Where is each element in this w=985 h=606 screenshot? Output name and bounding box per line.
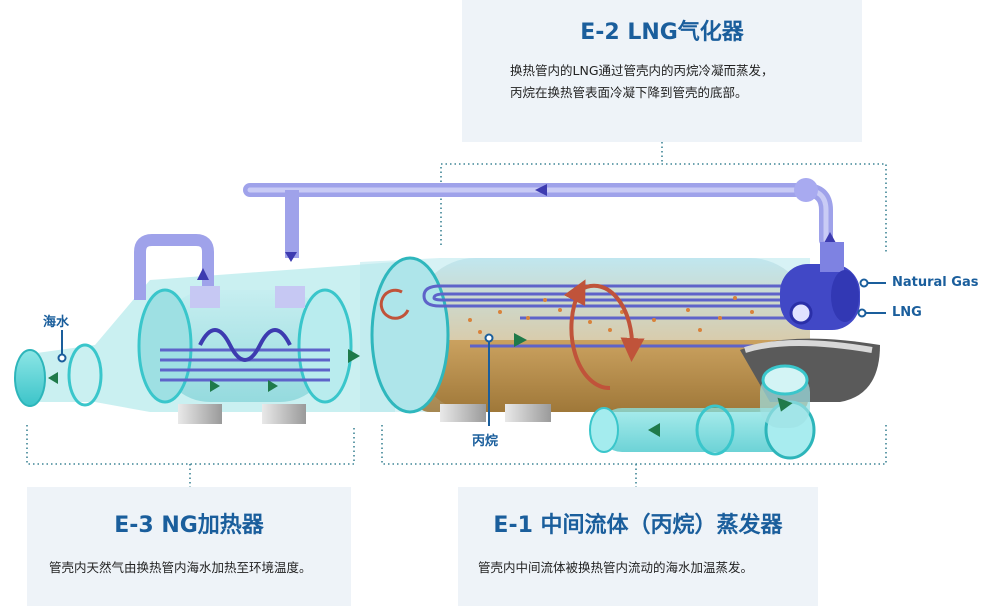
dotted-callout-lines xyxy=(26,142,887,487)
e2-description-line-1: 换热管内的LNG通过管壳内的丙烷冷凝而蒸发， xyxy=(510,63,774,78)
e3-description-panel: E-3 NG加热器 管壳内天然气由换热管内海水加热至环境温度。 xyxy=(27,487,351,606)
label-leaders xyxy=(57,278,886,426)
natural-gas-label: Natural Gas xyxy=(892,275,979,290)
e2-description-line-2: 丙烷在换热管表面冷凝下降到管壳的底部。 xyxy=(510,85,748,100)
seawater-outlet xyxy=(589,338,880,460)
natural-gas-return-pipe xyxy=(243,178,836,262)
e1-e2-main-shell xyxy=(360,256,810,422)
lng-ng-header xyxy=(780,242,860,330)
seawater-label: 海水 xyxy=(43,315,70,330)
e1-description: 管壳内中间流体被换热管内流动的海水加温蒸发。 xyxy=(478,560,754,575)
propane-label: 丙烷 xyxy=(472,434,499,449)
e3-title: E-3 NG加热器 xyxy=(114,513,264,538)
e2-title: E-2 LNG气化器 xyxy=(580,20,744,45)
e3-description: 管壳内天然气由换热管内海水加热至环境温度。 xyxy=(49,560,312,575)
e1-description-panel: E-1 中间流体（丙烷）蒸发器 管壳内中间流体被换热管内流动的海水加温蒸发。 xyxy=(458,487,818,606)
e2-description: 换热管内的LNG通过管壳内的丙烷冷凝而蒸发， 丙烷在换热管表面冷凝下降到管壳的底… xyxy=(510,60,840,104)
e1-title: E-1 中间流体（丙烷）蒸发器 xyxy=(493,513,783,538)
lng-label: LNG xyxy=(892,305,922,320)
e2-description-panel: E-2 LNG气化器 换热管内的LNG通过管壳内的丙烷冷凝而蒸发， 丙烷在换热管… xyxy=(462,0,862,142)
e3-ng-heater xyxy=(134,234,360,424)
condensate-drops xyxy=(468,296,754,334)
